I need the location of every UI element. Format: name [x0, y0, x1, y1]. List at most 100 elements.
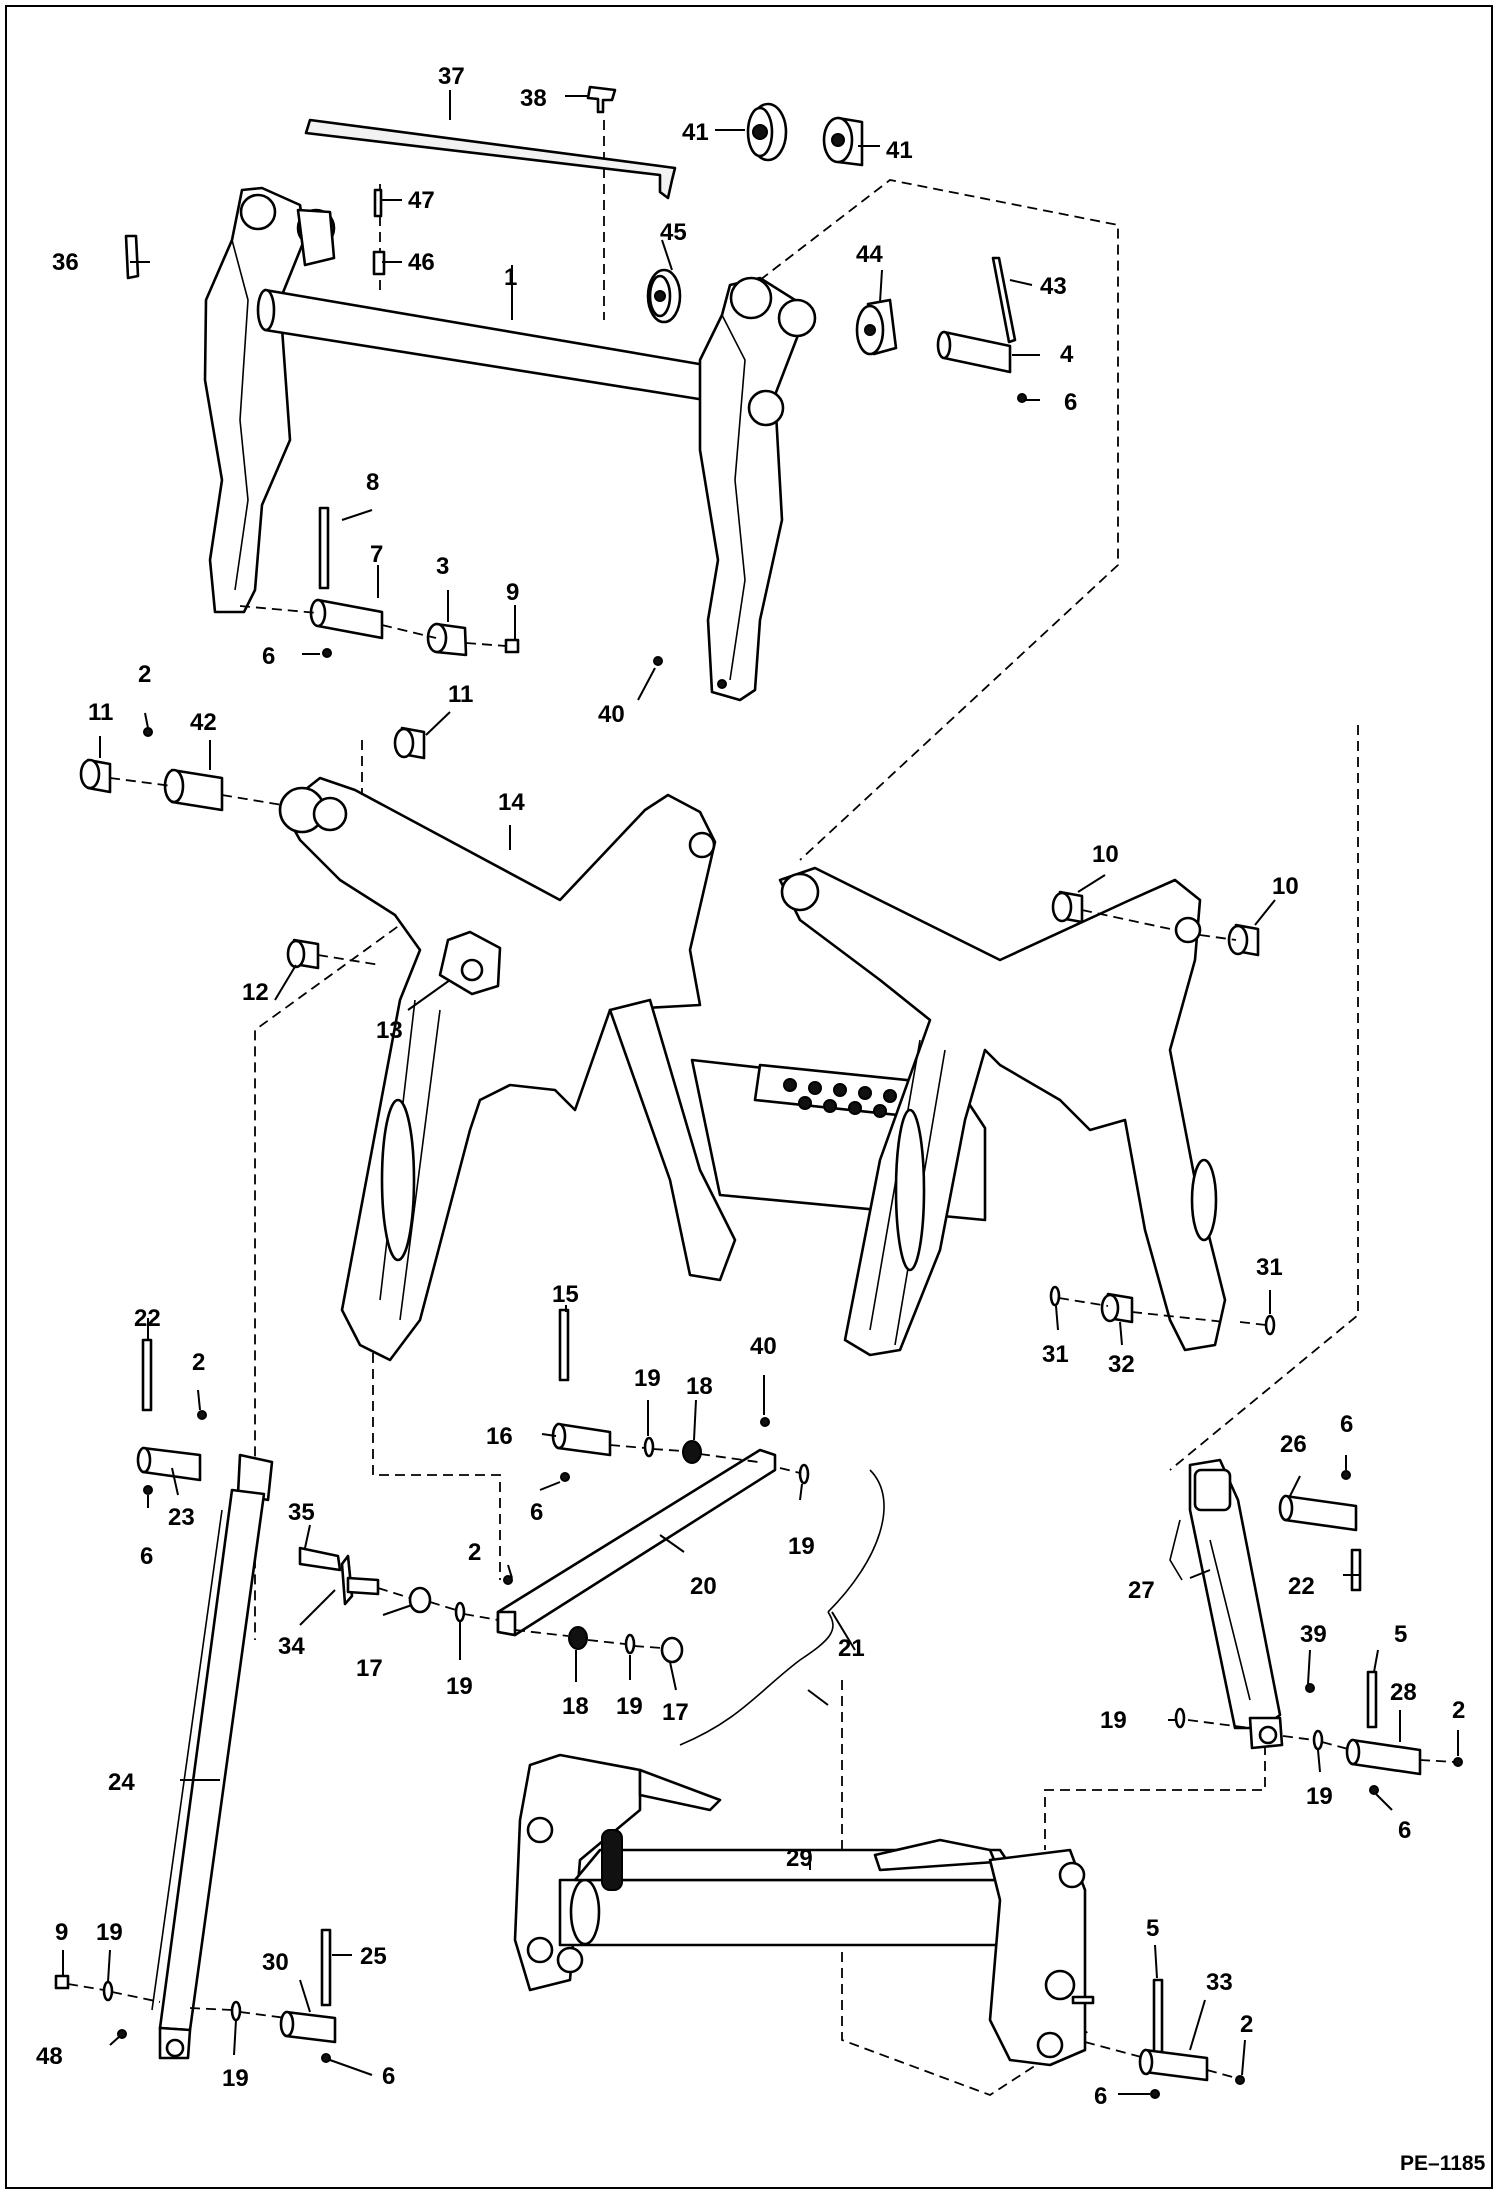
center-leg-left [608, 998, 737, 1282]
right-upright [698, 276, 802, 702]
bolt-part-15 [558, 1308, 570, 1382]
nut-part-9b [54, 1974, 70, 1990]
callout-38: 38 [520, 85, 547, 112]
left-cylinder-group [54, 1338, 337, 2063]
cylinder-part-24 [158, 1488, 266, 2032]
bushing-part-41b [822, 116, 864, 167]
callout-17a: 17 [356, 1655, 383, 1682]
callout-6h: 6 [1094, 2083, 1107, 2110]
washer-part-19c [454, 1601, 466, 1623]
callout-10b: 10 [1272, 873, 1299, 900]
lever-left [638, 1768, 722, 1812]
callout-4: 4 [1060, 341, 1074, 368]
pin-group-33 [1084, 1978, 1245, 2099]
rod-part-37 [304, 118, 677, 200]
bushing-part-11a [79, 758, 112, 794]
pin-part-47 [373, 188, 383, 218]
lever-right [873, 1838, 997, 1872]
callout-6c: 6 [530, 1499, 543, 1526]
nut-part-9 [504, 638, 520, 654]
callout-31b: 31 [1042, 1341, 1069, 1368]
bolt-part-43 [991, 256, 1017, 344]
callout-36: 36 [52, 249, 79, 276]
callout-6b: 6 [262, 643, 275, 670]
callout-19d: 19 [616, 1693, 643, 1720]
callout-25: 25 [360, 1943, 387, 1970]
callout-40b: 40 [750, 1333, 777, 1360]
callout-6d: 6 [140, 1543, 153, 1570]
callout-26: 26 [1280, 1431, 1307, 1458]
link-bar-group [298, 1308, 885, 1746]
dash-line-cylinder-right [1044, 1745, 1266, 1850]
callout-2c: 2 [468, 1539, 481, 1566]
callout-28: 28 [1390, 1679, 1417, 1706]
callout-5a: 5 [1394, 1621, 1407, 1648]
bolt-part-22b [1350, 1548, 1362, 1592]
washer-part-19b [798, 1463, 810, 1485]
callout-22b: 22 [1288, 1573, 1315, 1600]
callout-2a: 2 [138, 661, 151, 688]
callout-12: 12 [242, 979, 269, 1006]
callout-2d: 2 [1452, 1697, 1465, 1724]
mainframe-part-1 [203, 186, 817, 702]
callout-19-bottom: 19 [222, 2065, 249, 2092]
callout-18a: 18 [686, 1373, 713, 1400]
washer-part-45 [646, 268, 682, 324]
callout-3: 3 [436, 553, 449, 580]
bushing-part-32 [1100, 1292, 1134, 1324]
callout-5b: 5 [1146, 1915, 1159, 1942]
callout-13: 13 [376, 1017, 403, 1044]
washer-part-19f [230, 2000, 242, 2022]
callout-19f: 19 [1306, 1783, 1333, 1810]
pin-part-34 [340, 1554, 380, 1606]
right-arm-body [778, 866, 1227, 1357]
callout-33: 33 [1206, 1969, 1233, 1996]
washer-part-19e [102, 1980, 114, 2002]
callout-43: 43 [1040, 273, 1067, 300]
callout-46: 46 [408, 249, 435, 276]
callout-6f: 6 [1398, 1817, 1411, 1844]
drawing-border [5, 5, 1493, 2189]
bracket-21 [679, 1469, 885, 1746]
callout-17b: 17 [662, 1699, 689, 1726]
bushing-part-11b [393, 726, 426, 760]
bushing-part-10b [1227, 923, 1260, 957]
callout-19c: 19 [446, 1673, 473, 1700]
washer-part-17b [660, 1636, 684, 1664]
bolt-part-5b [1152, 1978, 1164, 2054]
washer-part-19g [1174, 1707, 1186, 1729]
top-small-parts [124, 85, 1027, 403]
callout-9a: 9 [506, 579, 519, 606]
dash-line-right-arm [1169, 725, 1359, 1471]
sleeve-part-42 [163, 768, 224, 812]
fitting-part-40 [653, 656, 663, 666]
callout-labels: 37 38 41 41 47 36 46 1 45 44 43 4 6 8 7 … [36, 63, 1486, 2175]
pin-part-30 [279, 2010, 337, 2044]
callout-10a: 10 [1092, 841, 1119, 868]
callout-14: 14 [498, 789, 525, 816]
callout-1: 1 [504, 264, 517, 291]
cylinder-clevis-top [236, 1453, 274, 1502]
bolt-part-5a [1366, 1670, 1378, 1729]
drawing-code: PE–1185 [1400, 2152, 1486, 2175]
spring-part-18b [568, 1626, 588, 1650]
callout-23: 23 [168, 1504, 195, 1531]
bolt-part-25 [320, 1928, 332, 2007]
lift-arm-part-14 [79, 726, 1276, 1362]
bolt-part-22a [141, 1338, 153, 1412]
callout-47: 47 [408, 187, 435, 214]
dash-line-upper-right [759, 179, 1119, 861]
callout-48: 48 [36, 2043, 63, 2070]
callout-19a: 19 [634, 1365, 661, 1392]
callout-7: 7 [370, 541, 383, 568]
callout-9b: 9 [55, 1919, 68, 1946]
callout-31a: 31 [1256, 1254, 1283, 1281]
pin-part-26 [1278, 1494, 1358, 1532]
pivot-parts-left [239, 506, 663, 666]
cotter-part-6-top [1017, 393, 1027, 403]
callout-21: 21 [838, 1635, 865, 1662]
washer-part-19a [643, 1436, 655, 1458]
pin-part-7 [309, 598, 384, 640]
